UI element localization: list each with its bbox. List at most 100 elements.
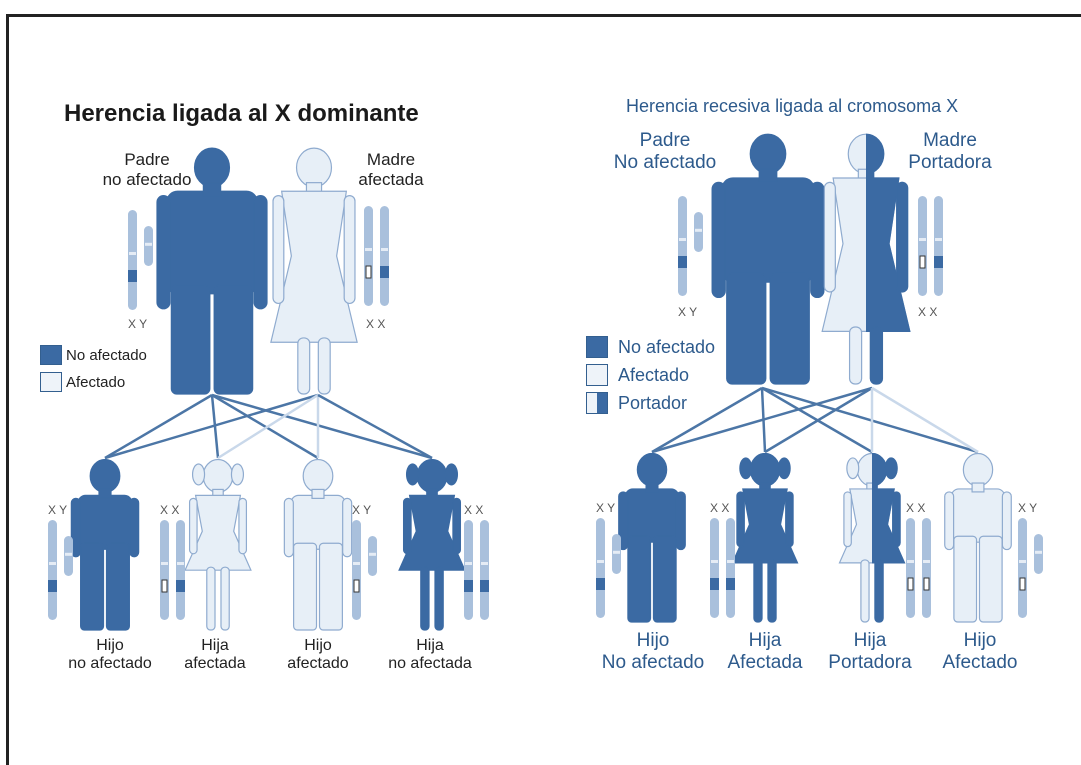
body-part — [737, 492, 744, 547]
x-chromosome-2 — [176, 520, 185, 620]
body-part — [273, 196, 284, 304]
left-title: Herencia ligada al X dominante — [64, 100, 419, 128]
body-part — [847, 458, 859, 479]
left-child2-figure — [185, 459, 251, 630]
body-part — [318, 338, 330, 394]
right-father-label: Padre No afectado — [600, 130, 730, 174]
right-child2-chrom-label: X X — [710, 502, 729, 516]
y-chromosome — [144, 226, 153, 266]
right-mother-line — [872, 388, 978, 452]
right-child1-figure — [619, 453, 686, 622]
body-part — [254, 196, 267, 309]
figure-fill — [619, 453, 686, 622]
chromosome-body — [934, 196, 943, 296]
left-child2-label-line2: afectada — [170, 655, 260, 673]
body-part — [770, 273, 809, 384]
chromosome-band-box — [924, 578, 929, 590]
chromosome-band-box — [1020, 578, 1025, 590]
chromosome-body — [160, 520, 169, 620]
chromosome-band-dark — [464, 580, 473, 592]
chromosome-body — [480, 520, 489, 620]
light-swatch-icon — [40, 372, 62, 392]
light-swatch-icon — [586, 364, 608, 386]
body-part — [167, 191, 258, 293]
right-father-chrom-label: X Y — [678, 306, 697, 320]
chromosome-centromere — [613, 551, 620, 554]
chromosome-body — [352, 520, 361, 620]
figure-fill — [399, 459, 465, 630]
x-chromosome — [464, 520, 473, 620]
chromosome-centromere — [727, 560, 734, 563]
figure-fill — [185, 459, 251, 630]
left-child2-label: Hija afectada — [170, 637, 260, 674]
chromosome-centromere — [177, 562, 184, 565]
body-part — [291, 495, 345, 549]
right-title: Herencia recesiva ligada al cromosoma X — [626, 96, 958, 117]
chromosome-centromere — [369, 553, 376, 556]
body-part — [712, 182, 725, 297]
left-child4-label-line2: no afectada — [375, 655, 485, 673]
x-chromosome-2 — [480, 520, 489, 620]
left-child4-figure — [399, 459, 465, 630]
body-part — [171, 285, 209, 394]
left-child4-label-line1: Hija — [375, 637, 485, 655]
chromosome-body — [368, 536, 377, 576]
body-part — [844, 492, 851, 547]
body-part — [435, 567, 443, 630]
body-part — [203, 183, 220, 196]
chromosome-body — [922, 518, 931, 618]
x-chromosome-2 — [726, 518, 735, 618]
chromosome-body — [906, 518, 915, 618]
body-part — [312, 489, 324, 498]
chromosome-body — [1018, 518, 1027, 618]
chromosome-body — [176, 520, 185, 620]
chromosome-band-box — [920, 256, 925, 268]
x-chromosome — [128, 210, 137, 310]
chromosome-centromere — [145, 243, 152, 246]
right-child3-figure — [839, 453, 904, 622]
left-mother-label-line2: afectada — [336, 170, 446, 190]
body-part — [298, 338, 310, 394]
chromosome-body — [612, 534, 621, 574]
body-part — [653, 536, 676, 622]
left-child3-figure — [284, 459, 351, 630]
chromosome-band-dark — [128, 270, 137, 282]
chromosome-body — [128, 210, 137, 310]
chromosome-band-dark — [48, 580, 57, 592]
x-chromosome — [160, 520, 169, 620]
body-part — [979, 536, 1002, 622]
body-part — [951, 489, 1004, 542]
left-mother-line — [105, 395, 318, 458]
chromosome-centromere — [695, 229, 702, 232]
figure-fill — [71, 459, 138, 630]
chromosome-band-box — [162, 580, 167, 592]
x-chromosome — [678, 196, 687, 296]
right-child4-figure — [945, 453, 1012, 622]
left-child3-label: Hijo afectado — [273, 637, 363, 674]
body-part — [130, 498, 139, 556]
left-child4-chrom-label: X X — [464, 504, 483, 518]
left-child1-label-line2: no afectado — [55, 655, 165, 673]
chromosome-band-box — [908, 578, 913, 590]
chromosome-band-dark — [176, 580, 185, 592]
chromosome-centromere — [1019, 560, 1026, 563]
chromosome-body — [710, 518, 719, 618]
x-chromosome-2 — [934, 196, 943, 296]
left-legend-item-unaffected: No afectado — [40, 345, 147, 365]
left-child4-label: Hija no afectada — [375, 637, 485, 674]
x-chromosome — [364, 206, 373, 306]
body-part — [754, 560, 762, 622]
x-chromosome-2 — [380, 206, 389, 306]
right-child1-label-line2: No afectado — [598, 652, 708, 674]
chromosome-body — [1034, 534, 1043, 574]
body-part — [750, 134, 785, 173]
chromosome-centromere — [1035, 551, 1042, 554]
left-mother-chrom-label: X X — [366, 318, 385, 332]
left-father-label-line2: no afectado — [92, 170, 202, 190]
figure-fill — [284, 459, 351, 630]
left-child2-chrom-label: X X — [160, 504, 179, 518]
body-part — [203, 459, 233, 492]
body-part — [897, 182, 908, 292]
right-child4-chrom-label: X Y — [1018, 502, 1037, 516]
left-child3-label-line2: afectado — [273, 655, 363, 673]
